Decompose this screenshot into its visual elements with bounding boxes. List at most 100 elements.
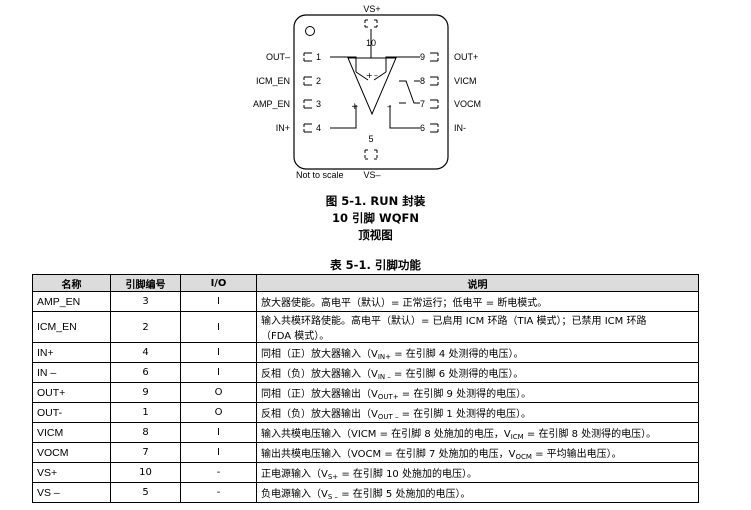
description-text: = 在引脚 5 处施加的电压）。 (338, 488, 471, 500)
description-text: 放大器使能。高电平（默认）= 正常运行；低电平 = 断电模式。 (261, 298, 548, 309)
pin-name-cell: AMP_EN (32, 291, 111, 312)
description-subscript: OCM (515, 452, 532, 461)
description-subscript: OUT+ (377, 392, 399, 401)
pin-name-cell: IN+ (32, 342, 111, 363)
pin-description-cell: 正电源输入（VS+ = 在引脚 10 处施加的电压）。 (256, 462, 699, 483)
amp-output-plus: + (366, 71, 373, 80)
pin-right-4-label: IN- (454, 123, 466, 133)
right-pins (430, 52, 439, 133)
description-text: 输入共模电压输入（VICM = 在引脚 8 处施加的电压，V (261, 428, 511, 440)
pin-number-cell: 9 (110, 382, 181, 403)
table-header-row: 名称 引脚编号 I/O 说明 (32, 274, 699, 292)
header-name: 名称 (32, 274, 111, 292)
pin-description-cell: 放大器使能。高电平（默认）= 正常运行；低电平 = 断电模式。 (256, 291, 699, 312)
description-text: 正电源输入（V (261, 468, 328, 480)
pin-number-cell: 2 (110, 311, 181, 343)
pin-top-pad (364, 19, 378, 28)
pin-number-cell: 6 (110, 362, 181, 383)
description-subscript: OUT – (377, 412, 399, 421)
pin-name-cell: VOCM (32, 442, 111, 463)
pin-bottom-num: 5 (368, 134, 373, 144)
pin-right-3-label: VOCM (454, 99, 481, 109)
pin-number-cell: 8 (110, 422, 181, 443)
description-text: 反相（负）放大器输出（V (261, 408, 378, 420)
description-text: = 在引脚 4 处测得的电压）。 (391, 348, 524, 360)
pin-description-cell: 反相（负）放大器输出（VOUT – = 在引脚 1 处测得的电压）。 (256, 402, 699, 423)
pin-left-2-num: 2 (316, 76, 321, 86)
pin-bottom-pad (364, 149, 378, 160)
description-text: 输出共模电压输入（VOCM = 在引脚 7 处施加的电压，V (261, 448, 516, 460)
description-text: = 在引脚 9 处测得的电压）。 (398, 388, 532, 400)
pin-io-cell: - (180, 482, 257, 503)
pin-io-cell: I (180, 342, 257, 363)
pin-top-label: VS+ (363, 4, 380, 14)
amp-output-minus: – (374, 71, 378, 80)
pin-number-cell: 4 (110, 342, 181, 363)
figure-caption-line3: 顶视图 (358, 228, 393, 242)
pin-right-3-num: 7 (420, 99, 425, 109)
pin-left-1-num: 1 (316, 52, 321, 62)
pin-io-cell: I (180, 291, 257, 312)
header-io: I/O (180, 274, 257, 292)
description-text: 负电源输入（V (261, 488, 328, 500)
pin-io-cell: O (180, 382, 257, 403)
pin-io-cell: I (180, 422, 257, 443)
description-text: = 在引脚 8 处测得的电压）。 (523, 428, 657, 440)
pin-right-1-num: 9 (420, 52, 425, 62)
amplifier-triangle (347, 57, 397, 116)
amp-input-minus: – (387, 102, 392, 112)
description-text: = 在引脚 6 处测得的电压）。 (390, 368, 524, 380)
description-text: 反相（负）放大器输入（V (261, 368, 378, 380)
pin-name-cell: VS+ (32, 462, 111, 483)
pin-description-cell: 输入共模电压输入（VICM = 在引脚 8 处施加的电压，VICM = 在引脚 … (256, 422, 699, 443)
pin-right-2-label: VICM (454, 76, 477, 86)
package-diagram: VS+ 10 5 VS– OUT– ICM_EN AMP_EN IN+ 1 2 … (253, 4, 481, 180)
description-text: 同相（正）放大器输出（V (261, 388, 378, 400)
description-text: 同相（正）放大器输入（V (261, 348, 378, 360)
pin-description-cell: 同相（正）放大器输入（VIN+ = 在引脚 4 处测得的电压）。 (256, 342, 699, 363)
pin-name-cell: OUT- (32, 402, 111, 423)
pin-number-cell: 10 (110, 462, 181, 483)
not-to-scale-note: Not to scale (296, 170, 344, 180)
pin-description-cell: 负电源输入（VS – = 在引脚 5 处施加的电压）。 (256, 482, 699, 503)
figure-caption-line2: 10 引脚 WQFN (332, 211, 419, 225)
pin-description-cell: 同相（正）放大器输出（VOUT+ = 在引脚 9 处测得的电压）。 (256, 382, 699, 403)
description-text: （FDA 模式）。 (261, 331, 330, 342)
description-text: = 在引脚 1 处测得的电压）。 (398, 408, 531, 420)
description-subscript: IN+ (377, 352, 392, 361)
description-text: = 在引脚 10 处施加的电压）。 (338, 468, 477, 480)
pin-number-cell: 5 (110, 482, 181, 503)
header-description: 说明 (256, 274, 699, 292)
amplifier-wiring (330, 35, 420, 129)
pin-io-cell: I (180, 311, 257, 343)
pin-io-cell: I (180, 362, 257, 383)
pin-left-1-label: OUT– (266, 52, 290, 62)
pin-number-cell: 3 (110, 291, 181, 312)
pin-name-cell: VICM (32, 422, 111, 443)
description-text: = 平均输出电压）。 (531, 448, 622, 460)
description-text: 输入共模环路使能。高电平（默认）= 已启用 ICM 环路（TIA 模式）；已禁用… (261, 316, 647, 327)
pin-right-4-num: 6 (420, 123, 425, 133)
pin-number-cell: 7 (110, 442, 181, 463)
pin-left-2-label: ICM_EN (256, 76, 290, 86)
table-caption: 表 5-1. 引脚功能 (330, 258, 421, 272)
package-outline (293, 14, 449, 170)
description-subscript: S – (327, 492, 339, 501)
pin-description-cell: 反相（负）放大器输入（VIN – = 在引脚 6 处测得的电压）。 (256, 362, 699, 383)
pin-number-cell: 1 (110, 402, 181, 423)
pin-name-cell: VS – (32, 482, 111, 503)
pin-left-3-label: AMP_EN (253, 99, 290, 109)
pin-description-cell: 输出共模电压输入（VOCM = 在引脚 7 处施加的电压，VOCM = 平均输出… (256, 442, 699, 463)
pin-io-cell: I (180, 442, 257, 463)
pin-left-3-num: 3 (316, 99, 321, 109)
pin-name-cell: IN – (32, 362, 111, 383)
figure-caption-line1: 图 5-1. RUN 封装 (325, 194, 426, 208)
